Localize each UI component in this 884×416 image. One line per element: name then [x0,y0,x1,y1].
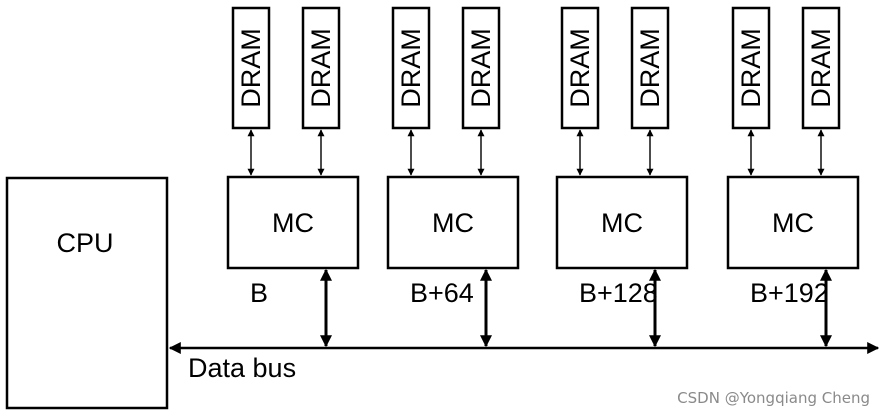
address-label: B+192 [750,278,829,308]
cpu-box [5,176,169,410]
memory-controller-box [555,175,689,270]
memory-controllers: MC DRAM DRAM B MC DRAM DRAM B+64 MC DRAM DRAM B+128… [226,6,860,348]
memory-controller-box [386,175,520,270]
dram-box [301,6,341,130]
memory-controller-label: MC [432,208,474,238]
memory-controller-label: MC [272,208,314,238]
dram-label: DRAM [565,28,595,108]
dram-label: DRAM [466,28,496,108]
memory-controller-label: MC [601,208,643,238]
memory-controller-label: MC [772,208,814,238]
dram-box [630,6,670,130]
memory-controller-box [226,175,360,270]
dram-label: DRAM [396,28,426,108]
address-label: B+128 [579,278,658,308]
cpu-label: CPU [56,228,113,258]
controller-group: MC DRAM DRAM B+128 [555,6,689,348]
dram-box [391,6,431,130]
dram-box [560,6,600,130]
dram-box [461,6,501,130]
dram-box [731,6,771,130]
controller-group: MC DRAM DRAM B+64 [386,6,520,348]
data-bus-label: Data bus [188,353,296,383]
dram-label: DRAM [236,28,266,108]
dram-label: DRAM [736,28,766,108]
dram-box [801,6,841,130]
dram-label: DRAM [806,28,836,108]
address-label: B [250,278,268,308]
watermark-text: CSDN @Yongqiang Cheng [677,389,870,407]
dram-box [231,6,271,130]
controller-group: MC DRAM DRAM B [226,6,360,348]
dram-label: DRAM [635,28,665,108]
memory-controller-box [726,175,860,270]
address-label: B+64 [410,278,474,308]
controller-group: MC DRAM DRAM B+192 [726,6,860,348]
dram-label: DRAM [306,28,336,108]
